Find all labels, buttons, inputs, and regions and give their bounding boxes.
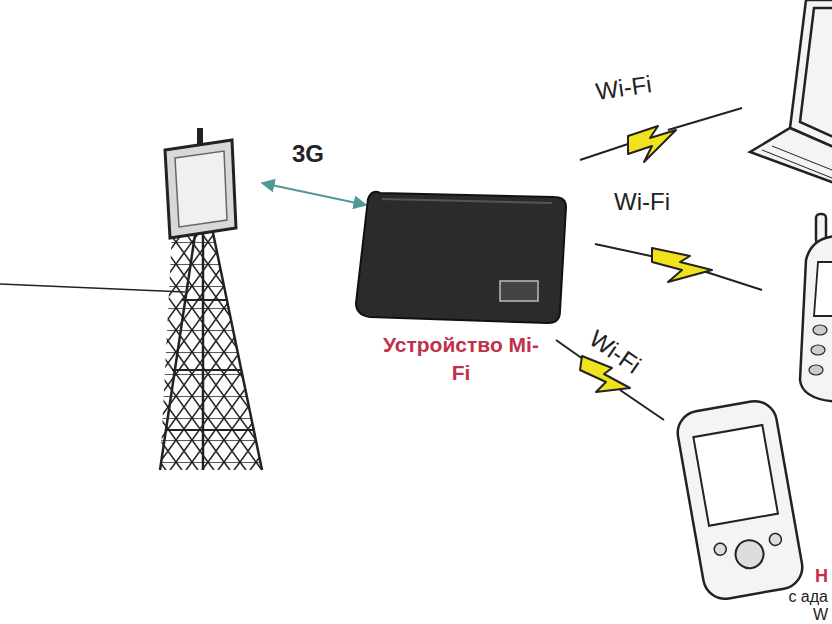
cell-tower (160, 128, 262, 470)
laptop (750, 0, 832, 185)
pda (674, 398, 805, 602)
device-label: Устройство Mi-Fi (352, 327, 570, 388)
mobile-phone (800, 214, 832, 402)
3g-link (262, 183, 366, 205)
device-body (352, 185, 570, 327)
cable (0, 284, 185, 292)
wifi-label: Wi-Fi (614, 188, 670, 216)
mifi-device: Устройство Mi-Fi (352, 185, 570, 388)
wifi-label: Wi-Fi (594, 70, 653, 106)
link-label: 3G (292, 140, 324, 168)
device-caption: W (813, 606, 828, 624)
device-caption: Н (815, 566, 828, 587)
wifi-bolts (556, 108, 762, 420)
device-caption: с ада (788, 588, 828, 606)
